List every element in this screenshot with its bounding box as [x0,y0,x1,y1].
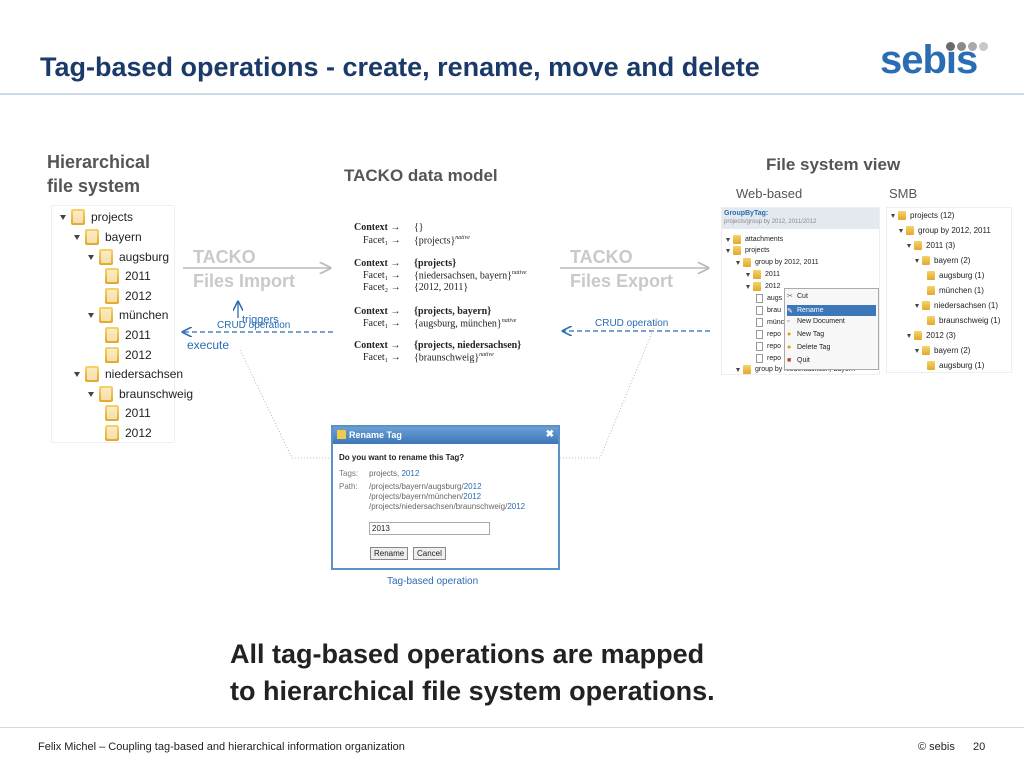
execute-label: execute [187,338,230,352]
logo-dots [946,42,988,51]
dialog-link-right [560,317,659,459]
slide-title: Tag-based operations - create, rename, m… [40,52,760,82]
web-file[interactable]: repo [756,354,781,363]
tree-node[interactable]: 2012 [60,424,152,442]
folder-icon [105,347,119,363]
tree-node[interactable]: braunschweig [60,385,193,403]
hfs-tree: projects bayern augsburg 2011 2012 münch… [51,205,193,443]
web-node[interactable]: attachments [726,235,783,244]
folder-icon [105,405,119,421]
smb-node[interactable]: bayern (2) [915,256,970,265]
menu-item-quit[interactable]: ■Quit [787,357,810,364]
tree-node[interactable]: 2011 [60,326,151,344]
dialog-titlebar: Rename Tag ✖ [333,427,558,444]
footer-text: Felix Michel – Coupling tag-based and hi… [38,741,405,753]
tree-node[interactable]: 2012 [60,287,152,305]
tree-node[interactable]: 2011 [60,404,151,422]
folder-icon [99,249,113,265]
dialog-question: Do you want to rename this Tag? [339,453,465,462]
tree-node[interactable]: münchen [60,306,168,324]
smb-node[interactable]: group by 2012, 2011 [899,226,991,235]
smb-node[interactable]: niedersachsen (1) [915,301,998,310]
folder-icon [105,327,119,343]
smb-node[interactable]: augsburg (1) [927,271,984,280]
fsview-heading: File system view [766,155,901,174]
model-heading: TACKO data model [344,166,498,185]
footer-divider [0,727,1024,728]
menu-item-delete-tag[interactable]: ●Delete Tag [787,344,831,351]
context-menu: ✂Cut ✎Rename ▫New Document ●New Tag ●Del… [784,288,879,370]
data-model-block: Context → {} Facet₁ → {projects}native C… [354,222,527,364]
crud-operation-left-label: CRUD operation [217,320,291,331]
menu-item-new-document[interactable]: ▫New Document [787,318,845,325]
tree-node[interactable]: 2011 [60,267,151,285]
page-number: 20 [973,741,986,753]
tree-node[interactable]: niedersachsen [60,365,183,383]
path-line: /projects/bayern/augsburg/2012 [369,482,482,491]
web-node[interactable]: 2011 [746,270,780,279]
web-based-label: Web-based [736,186,803,201]
sebis-logo: sebis [880,38,988,83]
folder-icon [71,209,85,225]
tree-node[interactable]: projects [60,208,133,226]
hfs-heading: Hierarchical file system [47,152,151,196]
dialog-link-left [239,349,331,459]
edit-icon [337,430,346,439]
folder-icon [105,425,119,441]
folder-icon [99,386,113,402]
web-file[interactable]: brau [756,306,781,315]
folder-icon [99,307,113,323]
smb-node[interactable]: projects (12) [891,211,954,220]
web-based-view: GroupByTag: projects/group by 2012, 2011… [721,207,880,375]
triggers-label: triggers [242,314,279,326]
smb-node[interactable]: bayern (2) [915,346,970,355]
tags-value: projects, 2012 [369,469,420,478]
smb-node[interactable]: 2012 (3) [907,331,956,340]
tag-based-operation-label: Tag-based operation [387,576,479,587]
path-line: /projects/bayern/münchen/2012 [369,492,482,501]
rename-button[interactable]: Rename [370,547,409,560]
web-header [722,208,879,229]
smb-node[interactable]: münchen (1) [927,286,984,295]
tree-node[interactable]: 2012 [60,346,152,364]
folder-icon [105,268,119,284]
smb-node[interactable]: braunschweig (1) [927,316,1000,325]
footer-copyright: © sebis [918,741,955,753]
folder-icon [85,229,99,245]
web-node[interactable]: group by 2012, 2011 [736,258,819,267]
summary-statement: All tag-based operations are mapped to h… [230,639,715,706]
menu-item-new-tag[interactable]: ●New Tag [787,331,825,338]
web-file[interactable]: augs [756,294,782,303]
close-icon[interactable]: ✖ [545,429,554,440]
tree-node[interactable]: augsburg [60,248,169,266]
web-node[interactable]: projects [726,246,770,255]
web-file[interactable]: repo [756,330,781,339]
tag-name-input[interactable]: 2013 [369,522,490,535]
title-divider [0,93,1024,95]
menu-item-cut[interactable]: ✂Cut [787,292,808,301]
web-file[interactable]: repo [756,342,781,351]
folder-icon [85,366,99,382]
cancel-button[interactable]: Cancel [413,547,446,560]
rename-tag-dialog: Rename Tag ✖ Do you want to rename this … [331,425,560,570]
menu-item-rename[interactable]: ✎Rename [787,305,876,316]
path-label: Path: [339,482,358,491]
crud-operation-right-label: CRUD operation [595,318,669,329]
web-node-selected[interactable]: 2012 [746,282,781,291]
web-file[interactable]: münc [756,318,784,327]
smb-label: SMB [889,186,918,201]
path-line: /projects/niedersachsen/braunschweig/201… [369,502,526,511]
smb-node[interactable]: augsburg (1) [927,361,984,370]
smb-node[interactable]: 2011 (3) [907,241,955,250]
tags-label: Tags: [339,469,359,478]
tree-node[interactable]: bayern [60,228,142,246]
folder-icon [105,288,119,304]
smb-view: projects (12) group by 2012, 2011 2011 (… [886,207,1012,373]
